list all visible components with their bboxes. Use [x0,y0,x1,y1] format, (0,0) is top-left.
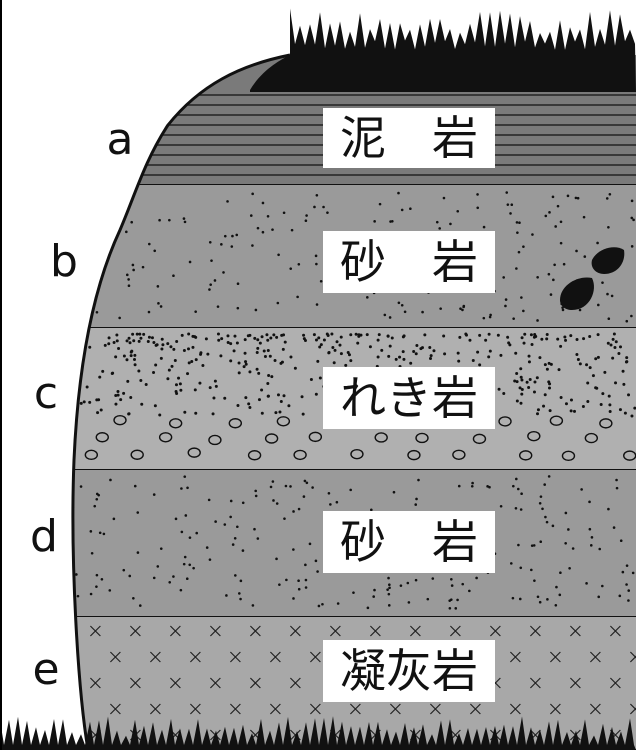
grass-icon [0,716,636,750]
layer-letter-d: d [30,511,58,562]
rock-label-d: 砂 岩 [323,511,495,573]
layer-c [72,328,636,471]
layer-d [72,470,636,618]
layer-e [72,617,636,750]
rock-label-c: れき岩 [323,367,495,429]
fossil-pebbles-icon [560,247,625,310]
layer-letter-a: a [106,114,134,165]
rock-label-b: 砂 岩 [323,231,495,293]
rock-label-a: 泥 岩 [323,108,495,168]
rock-label-e: 凝灰岩 [323,640,495,702]
layer-letter-e: e [32,644,60,695]
left-frame-edge [0,0,2,750]
layer-letter-c: c [33,368,59,419]
cliff-outline [71,53,291,751]
layer-letter-b: b [50,236,78,287]
grass-icon [250,8,636,92]
